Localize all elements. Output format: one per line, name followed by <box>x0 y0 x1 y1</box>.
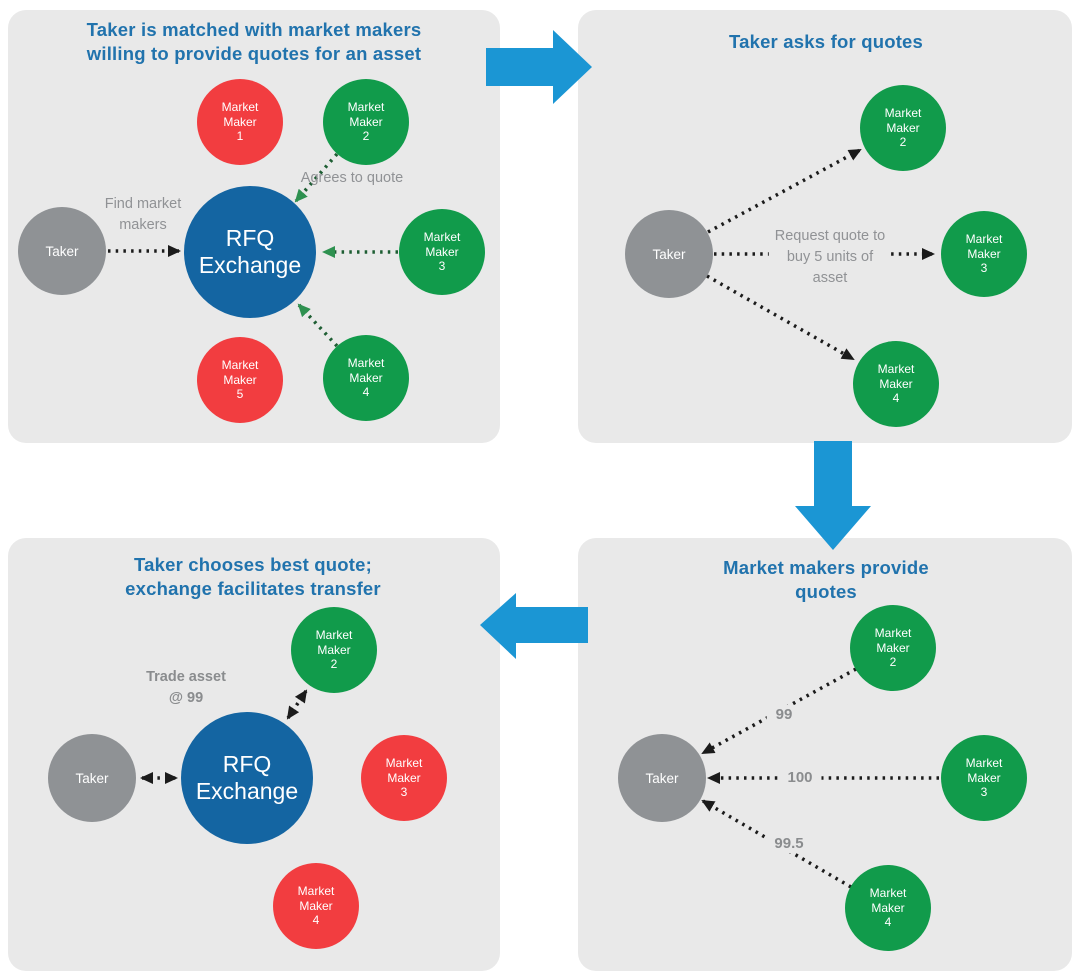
market-maker-1-node: Market Maker 1 <box>197 79 283 165</box>
market-maker-4-node: Market Maker 4 <box>853 341 939 427</box>
market-maker-2-node: Market Maker 2 <box>291 607 377 693</box>
market-maker-3-node: Market Maker 3 <box>361 735 447 821</box>
market-maker-4-node: Market Maker 4 <box>845 865 931 951</box>
taker-node: Taker <box>18 207 106 295</box>
market-maker-2-node: Market Maker 2 <box>323 79 409 165</box>
market-maker-2-node: Market Maker 2 <box>850 605 936 691</box>
market-maker-4-node: Market Maker 4 <box>273 863 359 949</box>
rfq-exchange-node: RFQ Exchange <box>184 186 316 318</box>
request-quote-label: Request quote to buy 5 units of asset <box>768 226 892 289</box>
quote-value-mm3: 100 <box>778 768 822 787</box>
panel-title: Taker is matched with market makers will… <box>86 19 422 64</box>
trade-asset-label: Trade asset @ 99 <box>146 669 226 706</box>
panel-title: Taker asks for quotes <box>728 31 924 52</box>
market-maker-4-node: Market Maker 4 <box>323 335 409 421</box>
agrees-to-quote-label: Agrees to quote <box>300 170 404 186</box>
find-market-makers-label: Find market makers <box>104 196 182 233</box>
quote-value-mm2: 99 <box>766 705 802 724</box>
market-maker-5-node: Market Maker 5 <box>197 337 283 423</box>
flow-arrow-right-icon <box>486 30 592 104</box>
market-maker-3-node: Market Maker 3 <box>941 211 1027 297</box>
rfq-exchange-node: RFQ Exchange <box>181 712 313 844</box>
market-maker-3-node: Market Maker 3 <box>941 735 1027 821</box>
taker-node: Taker <box>48 734 136 822</box>
taker-node: Taker <box>618 734 706 822</box>
panel-title: Taker chooses best quote; exchange facil… <box>125 554 381 599</box>
quote-value-mm4: 99.5 <box>765 834 813 853</box>
market-maker-2-node: Market Maker 2 <box>860 85 946 171</box>
panel-title: Market makers provide quotes <box>723 557 929 602</box>
flow-arrow-down-icon <box>795 441 871 550</box>
market-maker-3-node: Market Maker 3 <box>399 209 485 295</box>
taker-node: Taker <box>625 210 713 298</box>
